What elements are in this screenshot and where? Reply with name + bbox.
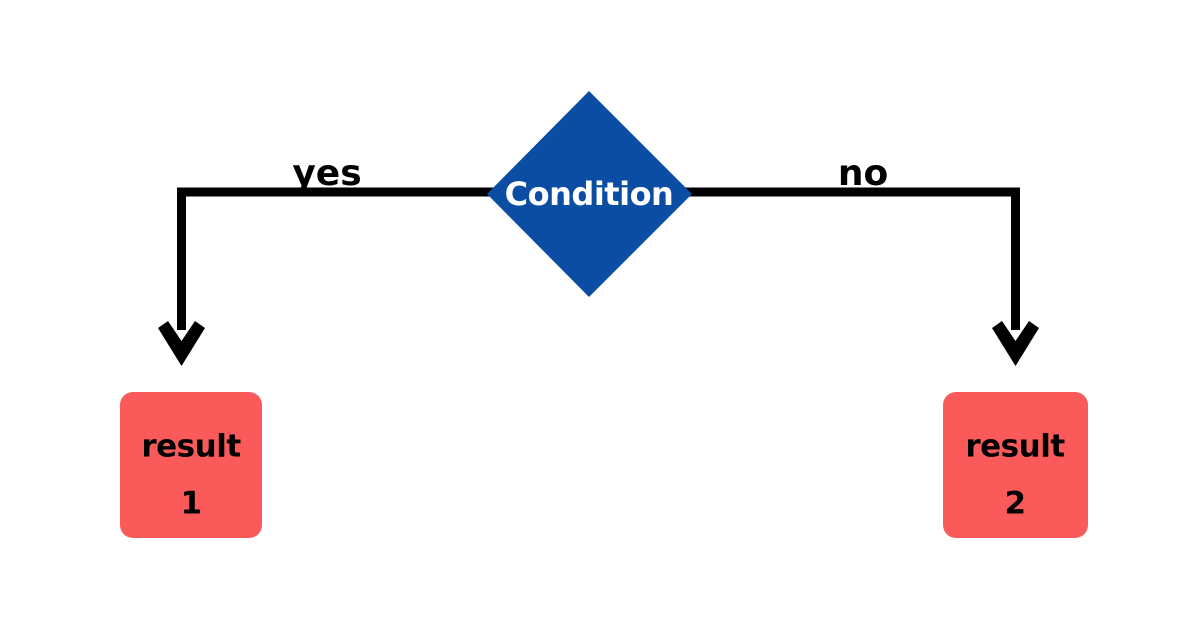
- edge-no[interactable]: [681, 187, 1039, 366]
- edge-label-no: no: [838, 153, 888, 194]
- result-2-label-line1: result: [965, 429, 1065, 465]
- result-1-box: [120, 392, 262, 538]
- result-1-label-line2: 1: [180, 486, 201, 522]
- result-node-2[interactable]: result 2: [943, 392, 1088, 538]
- edge-yes-arrowhead-icon: [158, 321, 205, 366]
- result-2-label-line2: 2: [1004, 486, 1025, 522]
- edge-no-arrowhead-icon: [992, 321, 1039, 366]
- edge-no-line: [681, 187, 1020, 330]
- decision-node-label: Condition: [505, 175, 674, 213]
- result-1-label-line1: result: [141, 429, 241, 465]
- result-node-1[interactable]: result 1: [120, 392, 262, 538]
- edge-label-yes: yes: [292, 153, 361, 194]
- edge-yes-line: [177, 187, 500, 330]
- decision-node-condition[interactable]: Condition: [487, 91, 692, 297]
- diamond-shape: [487, 91, 692, 297]
- result-2-box: [943, 392, 1088, 538]
- edge-yes[interactable]: [158, 187, 500, 366]
